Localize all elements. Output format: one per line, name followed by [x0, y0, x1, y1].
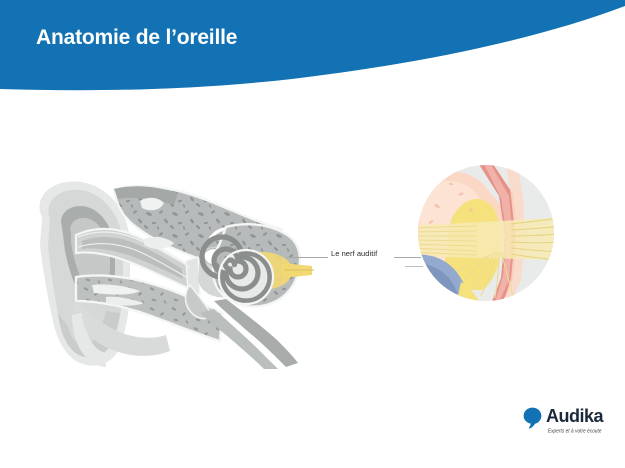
ear-canal-shadow [82, 237, 183, 279]
tissue-speckles [428, 182, 511, 271]
logo-tagline: Experts et à votre écoute [548, 428, 602, 434]
eustachian-tube-opening [184, 283, 214, 320]
ear-anatomy-svg [39, 181, 314, 369]
mastoid-aircell-1 [92, 284, 140, 295]
nerve-callout-label: Le nerf auditif [331, 249, 378, 258]
mastoid-aircell-2 [106, 296, 144, 306]
leader-line-left [286, 257, 328, 258]
inset-connector-line [405, 266, 423, 267]
magnified-cochlea-inset [417, 164, 555, 302]
cochlea-spiral [199, 234, 273, 304]
nerve-fibres-left [418, 225, 478, 256]
nerve-fibres-right [510, 217, 554, 261]
leader-line-right [394, 257, 421, 258]
speech-bubble-icon [523, 407, 542, 429]
logo-wordmark: Audika [546, 406, 604, 426]
ear-anatomy-diagram [14, 165, 314, 370]
tissue-peach-right-band [503, 165, 525, 301]
header-banner: Anatomie de l’oreille [0, 0, 625, 112]
canal-wall-line-1 [77, 231, 191, 268]
brand-logo: Audika Experts et à votre écoute [523, 404, 605, 446]
lower-jaw-structure [72, 301, 170, 356]
nerve-trunk-lower [200, 309, 278, 369]
nerve-lower-yellow [457, 282, 483, 301]
bone-aircell-1 [140, 197, 164, 211]
page-title: Anatomie de l’oreille [36, 26, 238, 49]
canal-wall-line-2 [77, 242, 187, 278]
cochlea-outline [217, 248, 275, 306]
bone-top-band [114, 186, 178, 205]
lower-neck-structure [72, 313, 106, 367]
nerve-trunk-upper [214, 299, 298, 367]
magnified-cochlea-svg [418, 165, 554, 301]
auditory-nerve-bundle [282, 263, 312, 278]
nerve-callout: Le nerf auditif [286, 248, 421, 266]
speech-bubble-shape [523, 407, 542, 429]
header-banner-shape [0, 0, 625, 91]
header-curve-path [0, 0, 625, 91]
